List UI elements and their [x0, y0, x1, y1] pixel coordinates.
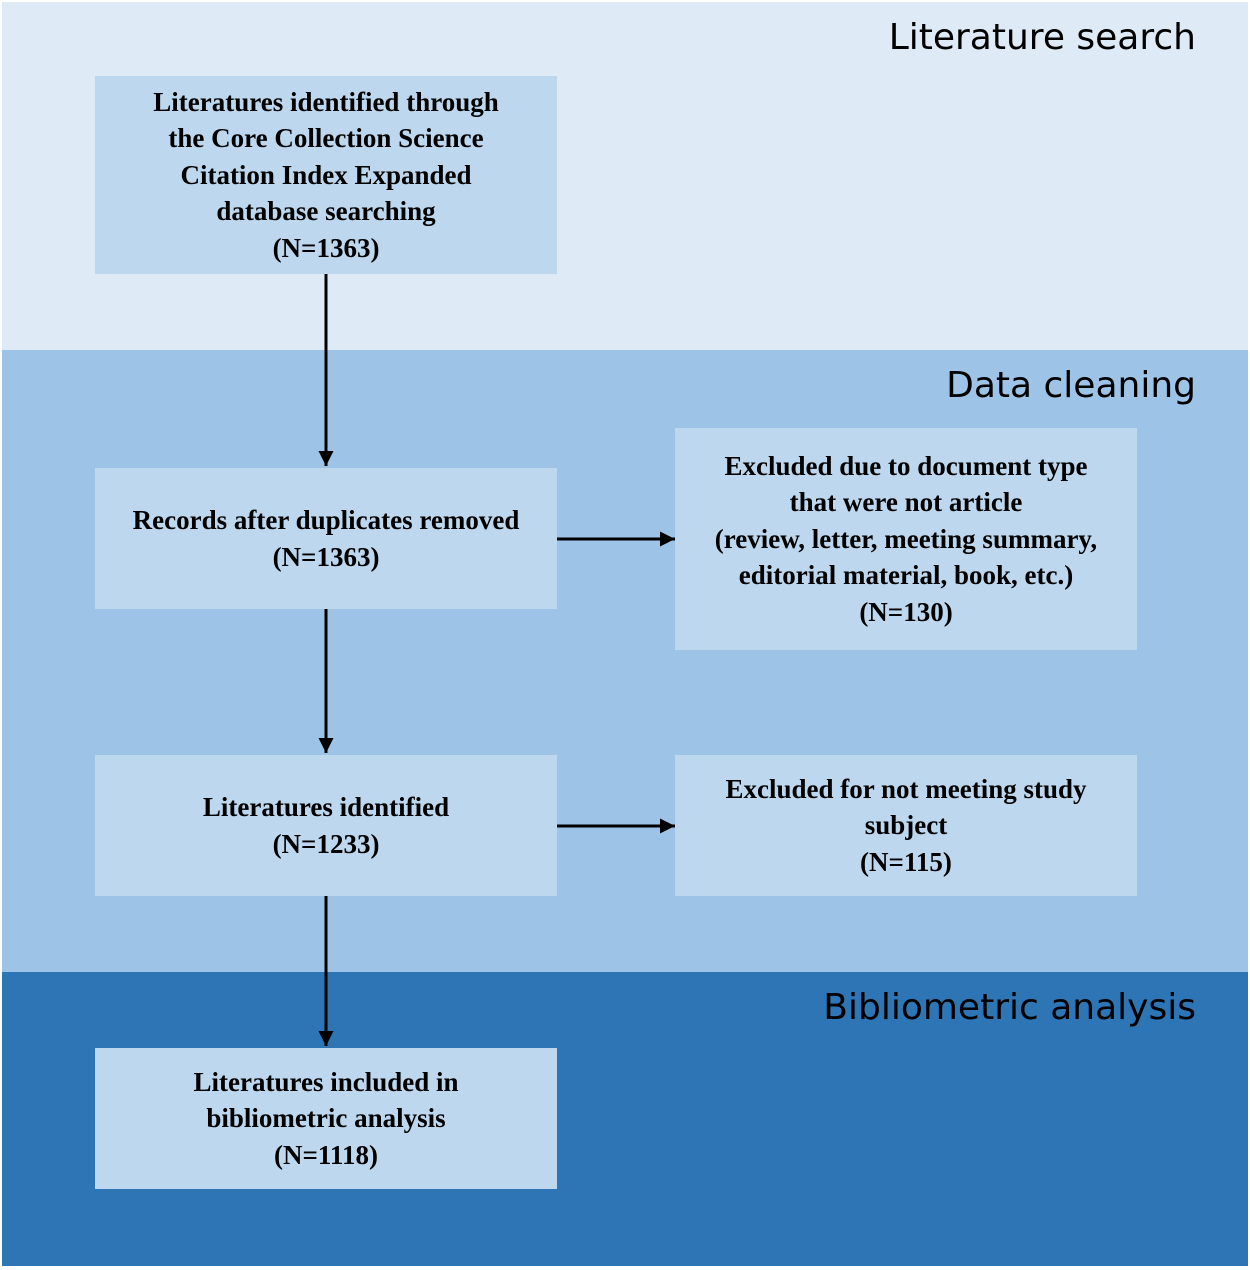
box-line: that were not article — [789, 487, 1023, 518]
box-count: (N=1363) — [272, 541, 380, 572]
box-excluded-document-type: Excluded due to document type that were … — [675, 428, 1137, 650]
box-line: Literatures included in — [193, 1066, 459, 1097]
box-line: Literatures identified through — [153, 86, 499, 117]
box-literatures-identified-search: Literatures identified through the Core … — [95, 76, 557, 274]
box-literatures-identified: Literatures identified (N=1233) — [95, 755, 557, 896]
box-line: Citation Index Expanded — [180, 159, 472, 190]
box-count: (N=130) — [859, 596, 953, 627]
box-line: subject — [864, 810, 948, 841]
box-literatures-included: Literatures included in bibliometric ana… — [95, 1048, 557, 1189]
section-title-data-cleaning: Data cleaning — [946, 365, 1196, 406]
box-line: the Core Collection Science — [168, 123, 484, 154]
box-count: (N=1233) — [272, 828, 380, 859]
box-line: bibliometric analysis — [206, 1103, 446, 1134]
box-count: (N=1118) — [274, 1139, 378, 1170]
box-line: (review, letter, meeting summary, — [714, 523, 1098, 554]
box-excluded-study-subject: Excluded for not meeting study subject (… — [675, 755, 1137, 896]
box-line: Records after duplicates removed — [132, 505, 520, 535]
box-line: editorial material, book, etc.) — [738, 560, 1074, 591]
box-count: (N=115) — [860, 846, 952, 877]
section-title-literature-search: Literature search — [888, 17, 1196, 58]
box-line: Literatures identified — [202, 792, 450, 822]
box-line: Excluded due to document type — [724, 450, 1088, 481]
box-count: (N=1363) — [272, 232, 380, 263]
box-line: Excluded for not meeting study — [725, 773, 1087, 804]
box-records-after-duplicates: Records after duplicates removed (N=1363… — [95, 468, 557, 609]
section-title-bibliometric-analysis: Bibliometric analysis — [823, 987, 1196, 1028]
box-line: database searching — [216, 196, 436, 227]
